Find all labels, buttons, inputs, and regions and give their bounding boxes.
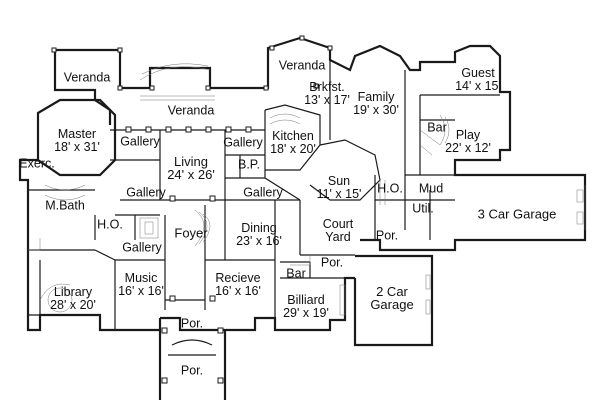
room-label-por-3: Por. [180, 316, 204, 331]
room-label-foyer: Foyer [174, 227, 207, 240]
room-name: Mud [418, 181, 444, 196]
room-dims: Yard [325, 230, 351, 244]
room-dims: 14' x 15' [455, 79, 501, 93]
room-dims: 13' x 17' [304, 93, 350, 107]
stair-details [28, 63, 450, 316]
room-label-por-2: Por. [320, 255, 344, 270]
room-name: Util. [412, 201, 434, 216]
room-label-billiard: Billiard 29' x 19' [283, 294, 329, 320]
room-label-bar-2: Bar [286, 266, 306, 281]
room-dims: 16' x 16' [215, 284, 261, 298]
room-label-kitchen: Kitchen 18' x 20' [270, 130, 316, 156]
room-label-garage-2: 2 Car Garage [370, 285, 413, 311]
room-name: Por. [320, 255, 344, 270]
room-label-veranda-north: Veranda [278, 58, 326, 73]
room-label-brkfst: Brkfst. 13' x 17' [304, 81, 350, 107]
room-label-gallery-5: Gallery [122, 240, 162, 255]
room-label-util: Util. [412, 201, 434, 216]
room-dims: 28' x 20' [50, 298, 96, 312]
room-name: Library [53, 285, 93, 299]
room-name: M.Bath [45, 198, 85, 213]
room-name: Gallery [223, 135, 263, 150]
garage-door-marks [425, 185, 586, 315]
room-dims: 18' x 20' [270, 142, 316, 156]
room-name: Brkfst. [309, 80, 345, 94]
room-dims: 23' x 16' [236, 234, 282, 248]
room-name: Play [455, 128, 481, 142]
room-name: Living [174, 154, 208, 169]
exterior-walls [18, 36, 587, 400]
room-name: H.O. [377, 181, 403, 196]
room-label-recieve: Recieve 16' x 16' [215, 272, 261, 298]
room-label-sun: Sun 11' x 15' [317, 175, 362, 201]
room-label-gallery-4: Gallery [243, 185, 283, 200]
room-name: 2 Car [376, 284, 408, 299]
room-label-veranda-west: Veranda [63, 70, 111, 85]
room-label-exerc: Exerc. [19, 156, 55, 171]
room-label-family: Family 19' x 30' [353, 91, 399, 117]
room-name: Gallery [120, 134, 160, 149]
room-label-mud: Mud [418, 181, 444, 196]
room-name: Gallery [243, 185, 283, 200]
room-name: 3 Car Garage [477, 206, 557, 222]
room-dims: 19' x 30' [353, 103, 399, 117]
room-label-master: Master 18' x 31' [54, 128, 100, 154]
room-label-ho-1: H.O. [377, 181, 403, 196]
room-name: Gallery [122, 240, 162, 255]
room-name: Family [357, 90, 395, 104]
room-dims: 22' x 12' [445, 141, 491, 155]
room-label-play: Play 22' x 12' [445, 129, 491, 155]
room-name: Bar [286, 266, 306, 281]
room-label-gallery-1: Gallery [120, 134, 160, 149]
room-label-mbath: M.Bath [45, 198, 85, 213]
room-name: Foyer [174, 225, 208, 241]
room-label-guest: Guest 14' x 15' [455, 67, 501, 93]
room-label-por-4: Por. [180, 363, 204, 378]
room-name: Gallery [126, 185, 166, 200]
room-name: Court [322, 217, 354, 231]
room-label-por-1: Por. [375, 228, 399, 243]
room-label-library: Library 28' x 20' [50, 286, 96, 312]
columns [51, 35, 333, 384]
room-name: H.O. [97, 217, 123, 232]
room-name: B.P. [237, 157, 261, 172]
room-name: Exerc. [19, 156, 55, 171]
room-name: Master [57, 127, 97, 141]
room-name: Bar [427, 120, 447, 135]
room-name: Veranda [278, 58, 326, 73]
room-name: Billiard [287, 293, 325, 307]
room-name: Veranda [167, 103, 215, 118]
room-dims: 29' x 19' [283, 306, 329, 320]
room-name: Kitchen [272, 129, 314, 143]
room-dims: 18' x 31' [54, 140, 100, 154]
room-name: Sun [327, 174, 351, 188]
room-label-gallery-2: Gallery [223, 135, 263, 150]
room-label-gallery-3: Gallery [126, 185, 166, 200]
room-dims: 16' x 16' [118, 284, 164, 298]
room-label-music: Music 16' x 16' [118, 272, 164, 298]
room-label-veranda-center: Veranda [167, 103, 215, 118]
room-name: Por. [180, 316, 204, 331]
room-name: Music [124, 271, 158, 285]
room-label-garage-3: 3 Car Garage [478, 208, 557, 221]
room-name: Dining [241, 221, 277, 235]
room-dims: Garage [370, 297, 414, 312]
room-dims: 24' x 26' [167, 167, 215, 182]
room-name: Por. [375, 228, 399, 243]
room-label-bar-1: Bar [427, 120, 447, 135]
room-name: Veranda [63, 70, 111, 85]
room-label-courtyard: Court Yard [323, 218, 354, 244]
room-label-dining: Dining 23' x 16' [236, 222, 282, 248]
room-dims: 11' x 15' [316, 187, 362, 201]
room-name: Guest [461, 66, 495, 80]
room-label-ho-2: H.O. [97, 217, 123, 232]
room-label-living: Living 24' x 26' [167, 155, 215, 181]
room-label-bp: B.P. [237, 157, 261, 172]
room-name: Por. [180, 363, 204, 378]
room-name: Recieve [215, 271, 261, 285]
